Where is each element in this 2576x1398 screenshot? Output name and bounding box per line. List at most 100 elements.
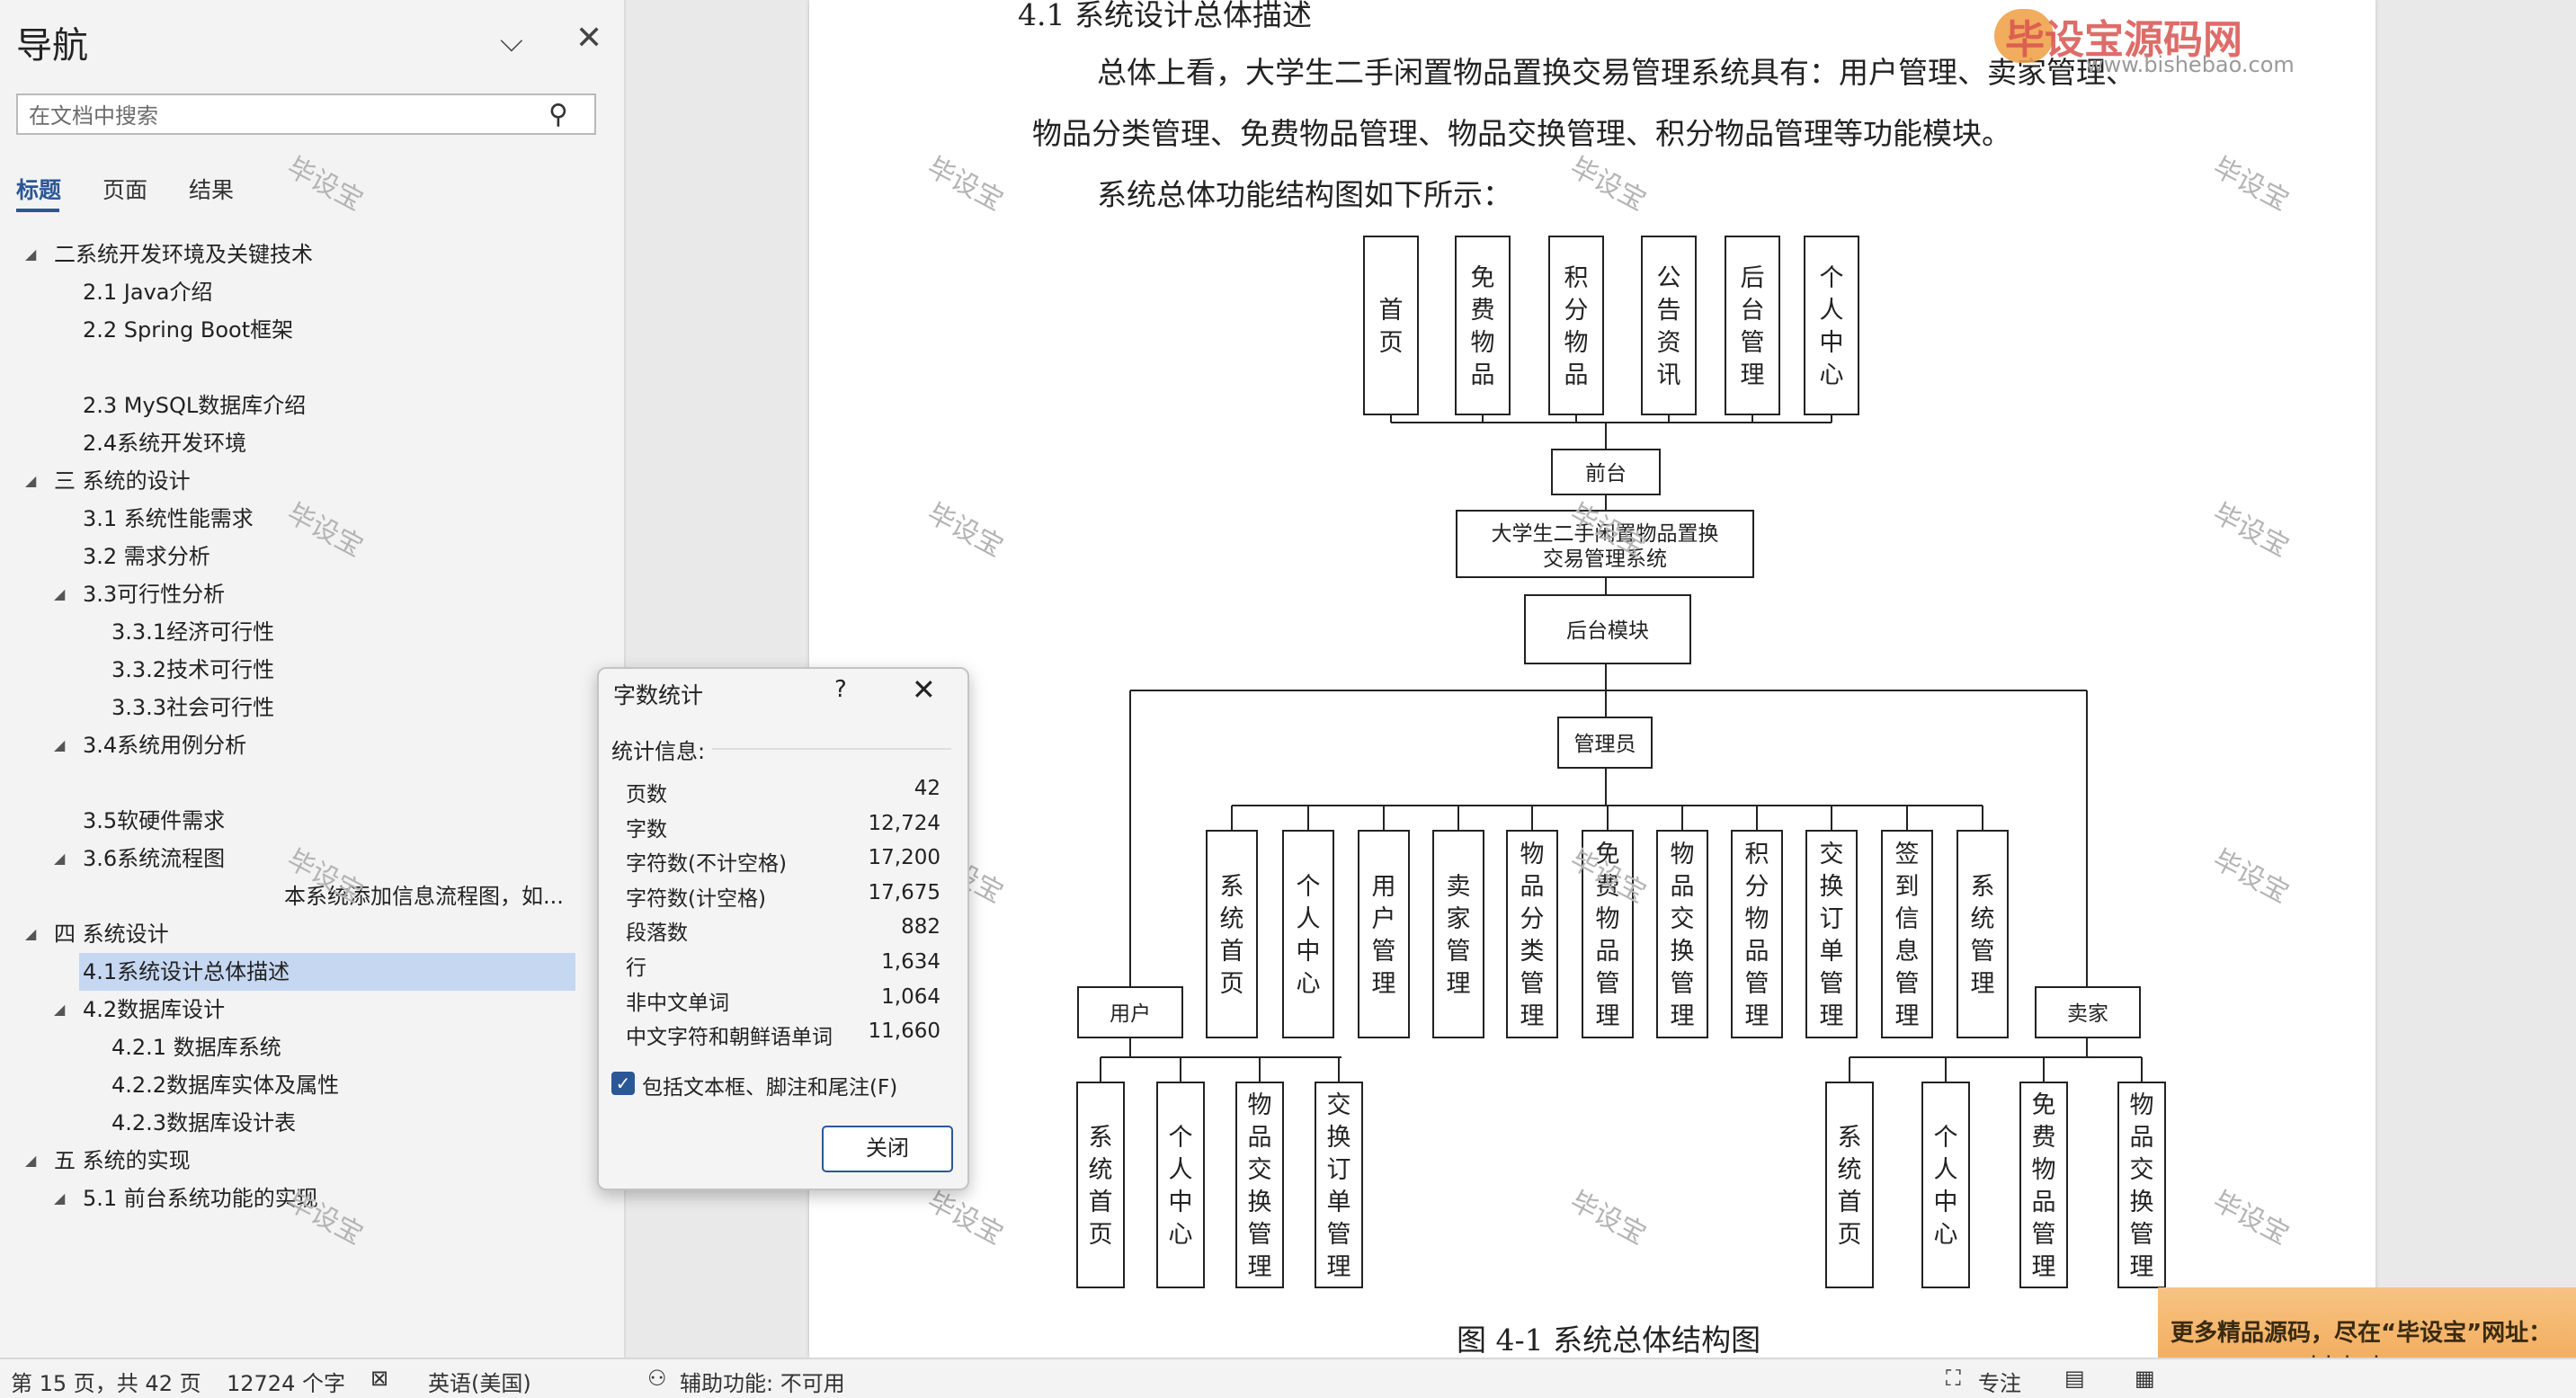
collapse-triangle-icon[interactable]: ◢ <box>25 925 37 942</box>
diagram-box-char: 资 <box>1657 329 1681 357</box>
collapse-triangle-icon[interactable]: ◢ <box>54 736 66 753</box>
diagram-box <box>1235 1082 1284 1288</box>
collapse-triangle-icon[interactable]: ◢ <box>54 1001 66 1018</box>
diagram-box-char: 心 <box>1820 361 1844 389</box>
nav-heading-item[interactable]: ◢二系统开发环境及关键技术 <box>0 236 593 273</box>
diagram-box-char: 物 <box>1248 1091 1272 1119</box>
diagram-box <box>1524 594 1691 664</box>
nav-heading-item[interactable]: 3.5软硬件需求 <box>0 802 593 840</box>
close-icon[interactable]: ✕ <box>575 20 603 57</box>
diagram-box-char: 台 <box>1741 297 1765 325</box>
focus-icon[interactable]: ⛶ <box>1946 1366 1961 1391</box>
nav-heading-item[interactable] <box>0 764 593 802</box>
nav-heading-item[interactable]: ◢三 系统的设计 <box>0 462 593 500</box>
nav-heading-label: 3.6系统流程图 <box>83 846 226 871</box>
diagram-box-char: 费 <box>2032 1124 2056 1152</box>
diagram-box-label: 前台 <box>1585 462 1627 485</box>
close-icon[interactable]: ✕ <box>912 672 936 707</box>
nav-heading-item[interactable]: ◢4.2数据库设计 <box>0 991 593 1028</box>
nav-heading-item[interactable] <box>0 349 593 387</box>
nav-heading-item[interactable]: ◢ 3.6系统流程图 <box>0 840 593 877</box>
nav-heading-label: 四 系统设计 <box>54 922 169 947</box>
proofing-icon[interactable]: ⊠ <box>370 1366 389 1391</box>
diagram-box-char: 管 <box>2130 1221 2154 1249</box>
diagram-box <box>2117 1082 2166 1288</box>
nav-heading-item[interactable]: 3.3.1经济可行性 <box>0 613 593 651</box>
nav-heading-label: 本系统添加信息流程图，如... <box>284 884 564 909</box>
accessibility-icon[interactable]: ⚇ <box>647 1366 667 1391</box>
tab-pages[interactable]: 页面 <box>103 177 148 203</box>
nav-heading-item[interactable]: 2.4系统开发环境 <box>0 424 593 462</box>
include-textboxes-checkbox[interactable]: ✓ <box>611 1072 635 1095</box>
nav-heading-item[interactable]: ◢5.1 前台系统功能的实现 <box>0 1180 593 1217</box>
nav-heading-label: 3.3.3社会可行性 <box>111 695 275 720</box>
chevron-down-icon[interactable]: ⌵ <box>500 23 523 59</box>
collapse-triangle-icon[interactable]: ◢ <box>25 1152 37 1169</box>
help-button[interactable]: ? <box>834 676 847 703</box>
nav-heading-item[interactable]: ◢五 系统的实现 <box>0 1142 593 1180</box>
nav-heading-item[interactable]: 3.3.2技术可行性 <box>0 651 593 689</box>
diagram-box-char: 物 <box>1564 329 1589 357</box>
nav-heading-item[interactable]: 本系统添加信息流程图，如... <box>0 877 593 915</box>
collapse-triangle-icon[interactable]: ◢ <box>54 585 66 602</box>
diagram-box-char: 管 <box>1895 970 1920 998</box>
diagram-box-char: 理 <box>1248 1253 1272 1281</box>
nav-heading-item[interactable]: 4.2.3数据库设计表 <box>0 1104 593 1142</box>
word-count[interactable]: 12724 个字 <box>227 1371 345 1396</box>
tab-results[interactable]: 结果 <box>189 177 235 203</box>
search-box[interactable]: ⚲ <box>16 93 596 135</box>
accessibility-status[interactable]: 辅助功能: 不可用 <box>680 1371 845 1396</box>
collapse-triangle-icon[interactable]: ◢ <box>25 245 37 263</box>
search-icon[interactable]: ⚲ <box>548 99 568 130</box>
diagram-box-char: 到 <box>1895 873 1920 901</box>
structure-diagram: 首页免费物品积分物品公告资讯后台管理个人中心前台大学生二手闲置物品置换交易管理系… <box>1076 236 2166 1288</box>
nav-heading-item[interactable]: 2.3 MySQL数据库介绍 <box>0 387 593 424</box>
nav-heading-item[interactable]: 3.2 需求分析 <box>0 538 593 575</box>
diagram-box <box>1957 830 2009 1038</box>
nav-heading-item[interactable]: ◢ 3.3可行性分析 <box>0 575 593 613</box>
tab-headings[interactable]: 标题 <box>16 177 62 203</box>
diagram-box-char: 人 <box>1934 1156 1958 1184</box>
diagram-box-char: 系 <box>1089 1124 1113 1152</box>
read-mode-icon[interactable]: ▤ <box>2064 1366 2085 1391</box>
diagram-box <box>1805 830 1858 1038</box>
diagram-box-char: 页 <box>1379 329 1404 357</box>
collapse-triangle-icon[interactable]: ◢ <box>54 1189 66 1207</box>
ad-text: 更多精品源码，尽在“毕设宝”网址： <box>2170 1320 2553 1347</box>
print-layout-icon[interactable]: ▦ <box>2135 1366 2155 1391</box>
nav-heading-item[interactable]: 4.2.2数据库实体及属性 <box>0 1066 593 1104</box>
diagram-box <box>1455 236 1511 415</box>
focus-button[interactable]: 专注 <box>1978 1371 2021 1396</box>
diagram-box-label: 交易管理系统 <box>1543 548 1667 571</box>
logo-url: www.bishebao.com <box>2086 52 2295 77</box>
diagram-box-char: 交 <box>1671 905 1695 933</box>
nav-heading-label: 3.5软硬件需求 <box>83 808 226 833</box>
nav-heading-item[interactable]: 4.1系统设计总体描述 <box>79 953 575 991</box>
document-page[interactable]: 4.1 系统设计总体描述 总体上看，大学生二手闲置物品置换交易管理系统具有：用户… <box>809 0 2375 1358</box>
nav-heading-item[interactable]: 3.3.3社会可行性 <box>0 689 593 726</box>
diagram-box <box>1725 236 1780 415</box>
page-count[interactable]: 第 15 页，共 42 页 <box>11 1371 201 1396</box>
language[interactable]: 英语(美国) <box>428 1371 531 1396</box>
nav-heading-label: 3.1 系统性能需求 <box>83 506 254 531</box>
collapse-triangle-icon[interactable]: ◢ <box>54 850 66 867</box>
nav-heading-label: 3.3可行性分析 <box>83 582 226 607</box>
collapse-triangle-icon[interactable]: ◢ <box>25 472 37 489</box>
diagram-box-char: 换 <box>2130 1189 2154 1216</box>
stat-label: 中文字符和朝鲜语单词 <box>626 1026 833 1050</box>
diagram-box-char: 免 <box>1596 841 1620 868</box>
close-button[interactable]: 关闭 <box>822 1126 953 1172</box>
search-input[interactable] <box>27 101 534 131</box>
nav-heading-item[interactable]: 2.2 Spring Boot框架 <box>0 311 593 349</box>
nav-heading-label: 3.4系统用例分析 <box>83 733 247 758</box>
nav-heading-item[interactable]: ◢ 3.4系统用例分析 <box>0 726 593 764</box>
nav-heading-item[interactable]: 4.2.1 数据库系统 <box>0 1028 593 1066</box>
diagram-box-char: 换 <box>1671 938 1695 966</box>
diagram-box-char: 首 <box>1220 938 1244 966</box>
nav-heading-item[interactable]: ◢ 四 系统设计 <box>0 915 593 953</box>
diagram-box-char: 管 <box>1741 329 1765 357</box>
nav-heading-item[interactable]: 3.1 系统性能需求 <box>0 500 593 538</box>
nav-heading-item[interactable]: 2.1 Java介绍 <box>0 273 593 311</box>
